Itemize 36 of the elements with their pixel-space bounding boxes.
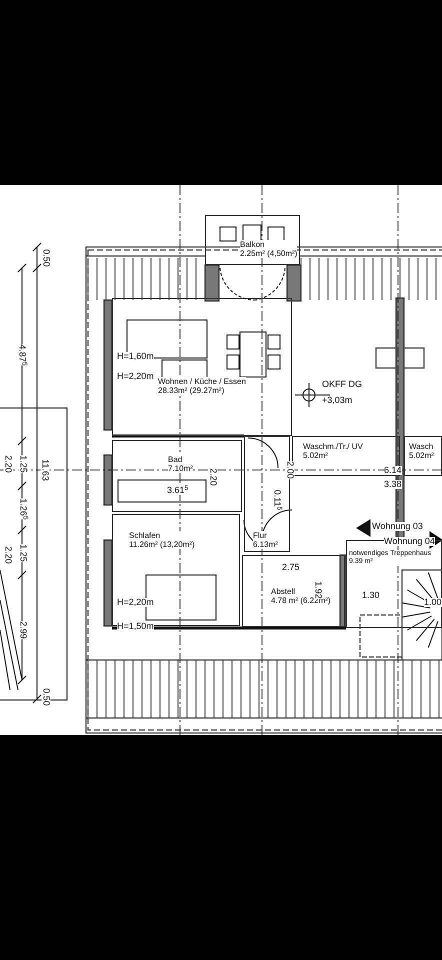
room-area: 2.25m² (4,50m²) (240, 249, 298, 258)
dimension-label: +3,03m (322, 396, 352, 405)
room-area: 11.26m² (13,20m²) (129, 540, 195, 550)
dimension-label: 2.00 (286, 461, 294, 479)
room-name: Balkon (240, 240, 298, 250)
dimension-label: 2.20 (4, 546, 12, 564)
dimension-label: OKFF DG (322, 380, 362, 389)
dimension-label: 0.50 (42, 688, 50, 706)
dimension-label: H=1,50m (117, 622, 154, 631)
dimension-label: Wohnung 03 (372, 522, 423, 531)
dimension-label: 1.00 (424, 598, 442, 607)
dimension-label: 2.75 (282, 563, 300, 572)
dimension-label: 2.20 (208, 468, 218, 486)
dimension-label: H=2,20m (117, 598, 154, 607)
dimension-label: 3.38 (384, 480, 402, 489)
dimension-label: 1.25 (18, 544, 28, 562)
dimension-label: 1.30 (362, 591, 380, 600)
dimension-label: 3.61$^{5}$ (167, 486, 188, 495)
dimension-label: 2.20 (4, 455, 12, 473)
dimension-label: H=2,20m (117, 372, 154, 381)
room-area: 6.13m² (253, 540, 278, 550)
room-area: 7.10m² (168, 464, 193, 474)
room (205, 215, 300, 265)
room (404, 436, 442, 476)
room-name: Wasch (409, 442, 434, 452)
dimension-label: 6.14 (384, 466, 402, 475)
dimension-label: 1.92 (314, 581, 322, 599)
room-name: Wohnen / Küche / Essen (158, 377, 246, 386)
room-area: 5.02m² (409, 451, 434, 460)
dimension-label: Wohnung 04 (384, 537, 435, 546)
room-name: Waschm./Tr./ UV (303, 442, 363, 452)
dimension-label: H=1,60m (117, 352, 154, 361)
dimension-label: 0.50 (42, 249, 50, 267)
dimension-label: 1.25 (18, 455, 28, 473)
dimension-label: 2.99 (18, 621, 28, 639)
dimension-label: 11.63 (40, 459, 50, 481)
